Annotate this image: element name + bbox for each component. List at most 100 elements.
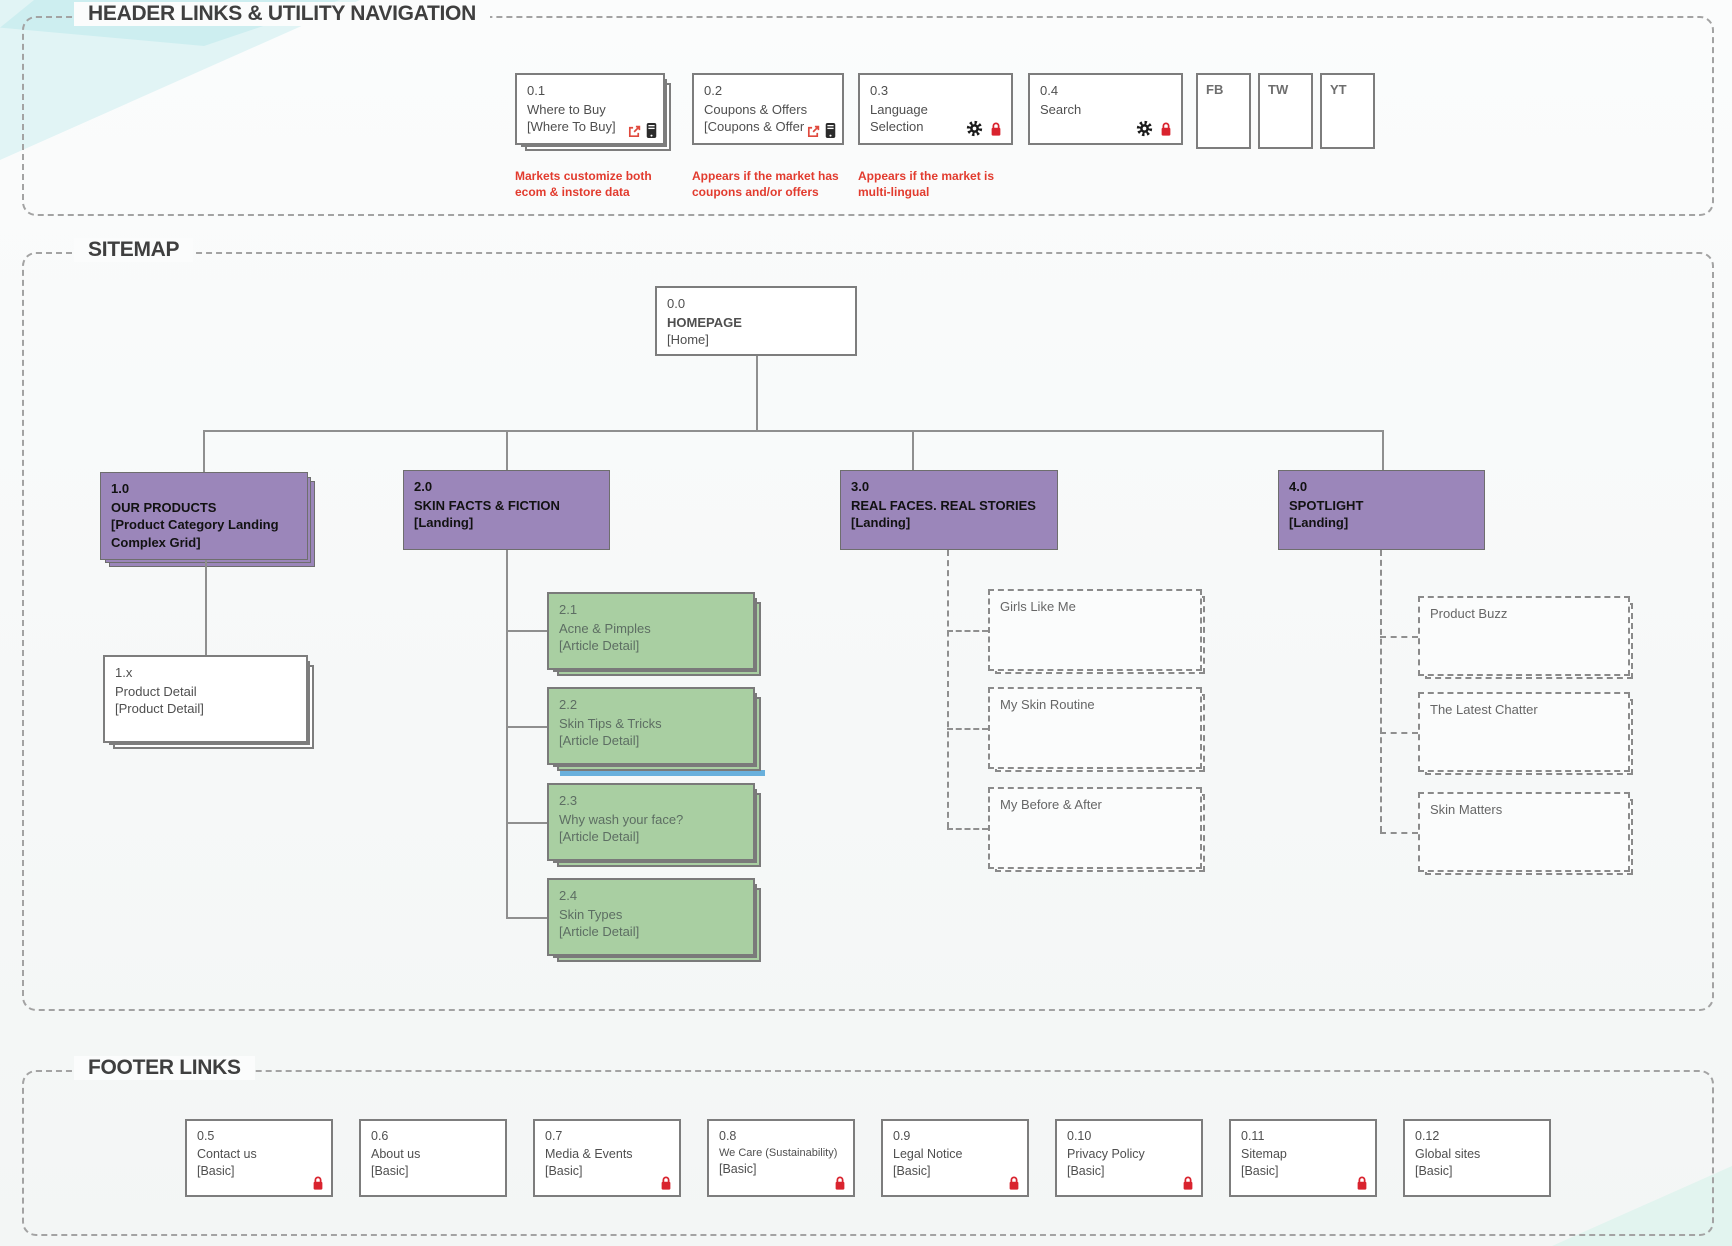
node-name: The Latest Chatter <box>1430 702 1538 717</box>
section-node-our-products: 1.0 OUR PRODUCTS [Product Category Landi… <box>100 472 315 567</box>
connector-line <box>203 430 205 472</box>
node-template: [Basic] <box>197 1163 235 1178</box>
header-box-where-to-buy: 0.1 Where to Buy [Where To Buy] <box>515 73 671 151</box>
social-label: YT <box>1330 82 1347 97</box>
social-box-tw: TW <box>1258 73 1313 149</box>
header-zone-title: HEADER LINKS & UTILITY NAVIGATION <box>74 2 490 26</box>
story-node-my-skin-routine: My Skin Routine <box>988 687 1205 772</box>
node-name: Why wash your face? <box>559 811 684 827</box>
node-template: [Basic] <box>545 1163 583 1178</box>
footer-zone: FOOTER LINKS <box>22 1056 1714 1236</box>
node-number: 1.0 <box>111 481 130 496</box>
node-name: Global sites <box>1415 1146 1481 1161</box>
section-node-real-faces-real-stories: 3.0 REAL FACES. REAL STORIES [Landing] <box>840 470 1058 550</box>
footer-box-global-sites: 0.12 Global sites [Basic] <box>1403 1119 1551 1197</box>
footer-box-legal-notice: 0.9 Legal Notice [Basic] <box>881 1119 1029 1197</box>
header-box-search: 0.4 Search <box>1028 73 1183 145</box>
node-template: [Product Detail] <box>115 701 204 717</box>
story-node-my-before-after: My Before & After <box>988 787 1205 872</box>
connector-line-dashed <box>1380 832 1418 834</box>
node-template: [Basic] <box>1241 1163 1279 1178</box>
node-name: SKIN FACTS & FICTION <box>414 497 560 513</box>
footer-box-about-us: 0.6 About us [Basic] <box>359 1119 507 1197</box>
node-template: [Article Detail] <box>559 638 640 654</box>
node-name: About us <box>371 1146 421 1161</box>
node-name: Product Buzz <box>1430 606 1508 621</box>
lock-icon <box>311 1175 325 1191</box>
node-name: Media & Events <box>545 1146 633 1161</box>
gear-icon <box>1136 120 1153 137</box>
node-number: 0.10 <box>1067 1129 1092 1143</box>
node-name: OUR PRODUCTS <box>111 499 217 515</box>
article-node-skin-types: 2.4 Skin Types [Article Detail] <box>547 878 761 962</box>
node-number: 2.3 <box>559 793 578 808</box>
node-number: 0.5 <box>197 1129 215 1143</box>
note-coupons-condition: Appears if the market has coupons and/or… <box>692 169 839 199</box>
node-name: Legal Notice <box>893 1146 963 1161</box>
connector-line-dashed <box>1380 636 1418 638</box>
node-template: [Basic] <box>893 1163 931 1178</box>
node-number: 2.2 <box>559 697 578 712</box>
node-number: 3.0 <box>851 479 870 494</box>
footer-box-privacy-policy: 0.10 Privacy Policy [Basic] <box>1055 1119 1203 1197</box>
note-multilingual-condition: Appears if the market is multi-lingual <box>858 169 995 199</box>
node-template: [Article Detail] <box>559 829 640 845</box>
node-number: 4.0 <box>1289 479 1308 494</box>
spotlight-node-latest-chatter: The Latest Chatter <box>1418 692 1633 775</box>
header-box-coupons-offers: 0.2 Coupons & Offers [Coupons & Offer <box>692 73 844 145</box>
social-box-yt: YT <box>1320 73 1375 149</box>
story-node-girls-like-me: Girls Like Me <box>988 589 1205 674</box>
node-template: [Where To Buy] <box>527 119 616 135</box>
social-label: FB <box>1206 82 1224 97</box>
connector-line-dashed <box>947 728 988 730</box>
node-number: 2.1 <box>559 602 578 617</box>
connector-line-dashed <box>947 630 988 632</box>
mobile-icon <box>825 122 836 139</box>
node-number: 0.0 <box>667 296 686 311</box>
node-name: Skin Types <box>559 906 623 922</box>
node-number: 0.9 <box>893 1129 911 1143</box>
node-name: Product Detail <box>115 683 197 699</box>
node-product-detail: 1.x Product Detail [Product Detail] <box>103 655 314 749</box>
node-template: [Landing] <box>851 515 911 531</box>
connector-line-dashed <box>1380 550 1382 832</box>
connector-line <box>756 356 758 430</box>
node-number: 0.1 <box>527 83 546 98</box>
header-zone: HEADER LINKS & UTILITY NAVIGATION <box>22 2 1714 216</box>
lock-icon <box>659 1175 673 1191</box>
connector-line <box>506 550 508 917</box>
node-name: Language Selection <box>870 101 928 135</box>
node-name: We Care (Sustainability) <box>719 1146 838 1159</box>
sitemap-zone: SITEMAP <box>22 238 1714 1011</box>
lock-icon <box>833 1175 847 1191</box>
footer-box-we-care: 0.8 We Care (Sustainability) [Basic] <box>707 1119 855 1197</box>
node-name: My Skin Routine <box>1000 697 1095 712</box>
node-number: 0.8 <box>719 1129 737 1143</box>
node-name: Contact us <box>197 1146 257 1161</box>
connector-line <box>205 560 207 655</box>
connector-line <box>506 917 547 919</box>
lock-icon <box>1181 1175 1195 1191</box>
node-name: Privacy Policy <box>1067 1146 1145 1161</box>
node-name: Sitemap <box>1241 1146 1287 1161</box>
node-name: Skin Tips & Tricks <box>559 715 662 731</box>
connector-line <box>912 430 914 470</box>
node-template: [Basic] <box>1415 1163 1453 1178</box>
external-link-icon <box>627 124 642 139</box>
node-template: [Coupons & Offer <box>704 119 805 135</box>
section-node-spotlight: 4.0 SPOTLIGHT [Landing] <box>1278 470 1485 550</box>
header-box-language-selection: 0.3 Language Selection <box>858 73 1013 145</box>
node-number: 0.3 <box>870 83 889 98</box>
node-number: 0.7 <box>545 1129 563 1143</box>
node-name: Where to Buy <box>527 101 606 117</box>
sitemap-zone-title: SITEMAP <box>74 238 194 262</box>
node-template: [Basic] <box>371 1163 409 1178</box>
node-number: 1.x <box>115 665 133 680</box>
node-template: [Product Category Landing Complex Grid] <box>111 517 279 550</box>
node-name: Search <box>1040 101 1082 117</box>
node-number: 0.11 <box>1241 1129 1265 1143</box>
lock-icon <box>1355 1175 1369 1191</box>
blue-sheet-edge <box>560 770 765 776</box>
node-template: [Landing] <box>414 515 474 531</box>
